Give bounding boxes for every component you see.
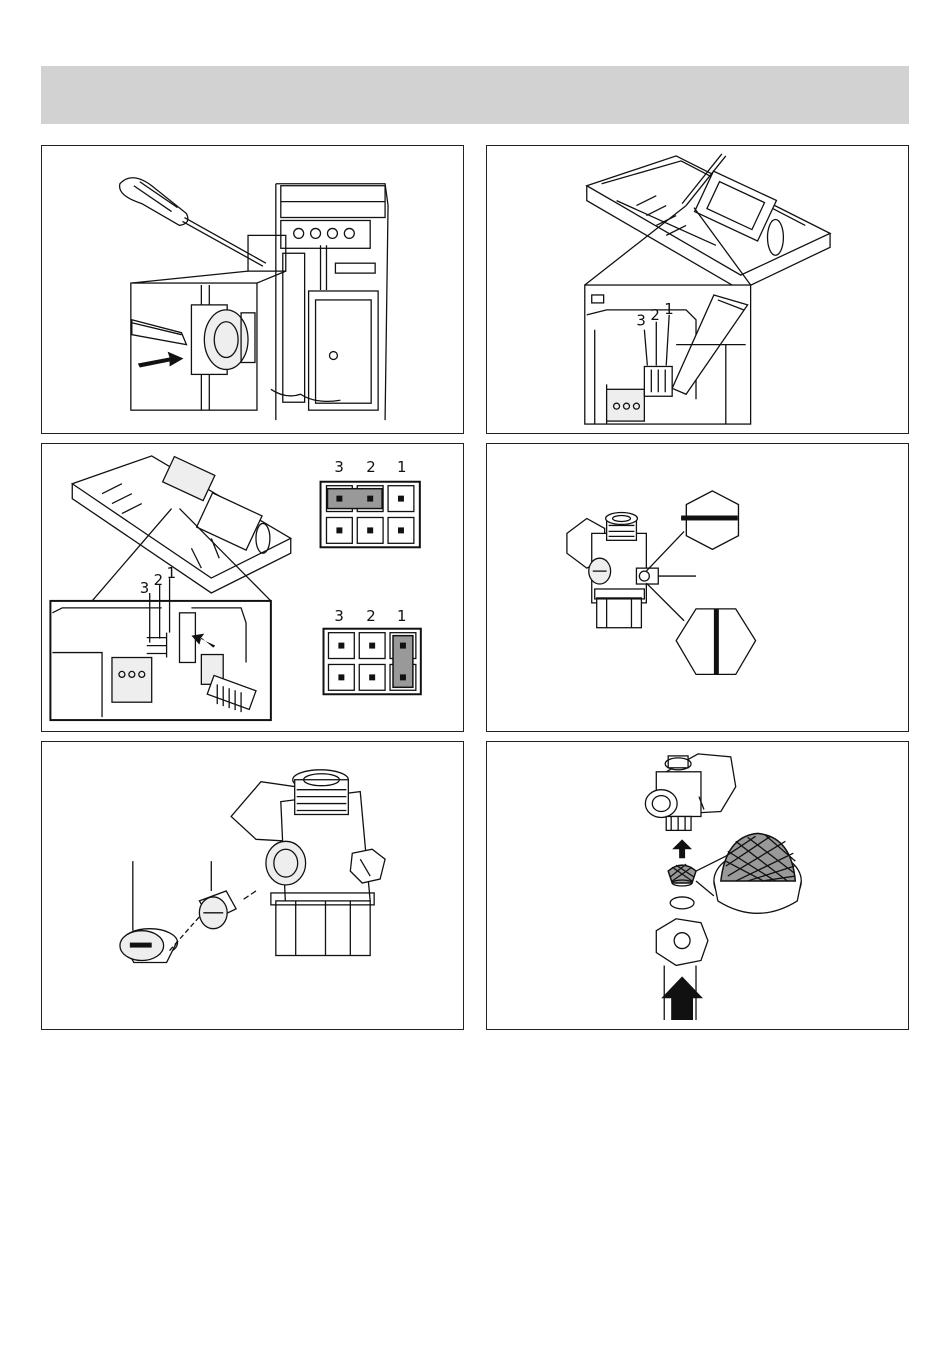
hex-slot-vertical <box>676 609 755 675</box>
jumper-top-label-2: 2 <box>366 458 375 476</box>
arrow-icon <box>672 839 692 858</box>
step-panel-2: 3 2 1 <box>486 145 909 434</box>
step-panel-1 <box>41 145 464 434</box>
terminal-label-1: 1 <box>167 564 176 582</box>
step-panel-3: 3 2 1 3 2 1 3 2 1 <box>41 443 464 732</box>
jumper-top-label-3: 3 <box>334 458 343 476</box>
terminal-label-1: 1 <box>664 300 673 318</box>
terminal-label-3: 3 <box>140 579 149 597</box>
arrow-icon <box>661 976 703 1020</box>
terminal-illustration: 3 2 1 <box>487 146 908 433</box>
filter-mesh-icon <box>714 833 801 913</box>
terminal-label-2: 2 <box>154 571 163 589</box>
filter-illustration <box>487 742 908 1029</box>
jumper-block-top <box>321 482 420 548</box>
jumper-block-bottom <box>324 629 421 695</box>
jumper-bottom-label-2: 2 <box>366 607 375 625</box>
jumper-top-label-1: 1 <box>397 458 406 476</box>
step-panel-6 <box>486 741 909 1030</box>
step-panel-5 <box>41 741 464 1030</box>
jumper-bottom-label-1: 1 <box>397 607 406 625</box>
screwdriver-illustration <box>42 146 463 433</box>
hex-slot-horizontal <box>681 491 738 549</box>
valve-disassembly-illustration <box>42 742 463 1029</box>
jumper-bottom-label-3: 3 <box>334 607 343 625</box>
header-bar <box>41 66 909 124</box>
jumper-illustration: 3 2 1 3 2 1 3 2 1 <box>42 444 463 731</box>
terminal-label-2: 2 <box>650 306 659 324</box>
valve-icon <box>487 444 908 731</box>
step-panel-4 <box>486 443 909 732</box>
terminal-label-3: 3 <box>636 312 645 330</box>
